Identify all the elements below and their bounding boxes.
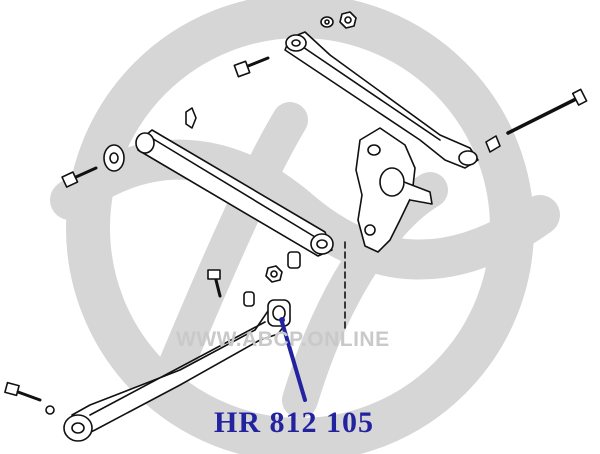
bolt-center [207,269,222,298]
callout-dot [279,317,285,323]
bolt-middle-left [61,166,98,188]
washer-center [287,251,301,269]
bolt-bottom-left [4,381,42,402]
target-bushing [267,299,291,327]
watermark-text: WWW.ABCP.ONLINE [176,328,390,351]
callout-leader [280,320,307,402]
nut-center [265,265,283,283]
knuckle [355,127,433,253]
long-bolt-right [485,88,588,153]
parts-drawing [4,11,588,442]
lateral-link [135,129,334,257]
washer-small [243,291,255,307]
bolt-upper-left [233,56,270,78]
washer-top [320,16,334,28]
part-number-label: HR 812 105 [214,406,374,439]
washer-left [103,144,125,172]
watermark-logo [50,0,560,454]
nut-top-right [339,11,357,29]
upper-control-arm [284,31,479,169]
clip-left [185,107,197,129]
washer-bottom-left [45,405,55,415]
